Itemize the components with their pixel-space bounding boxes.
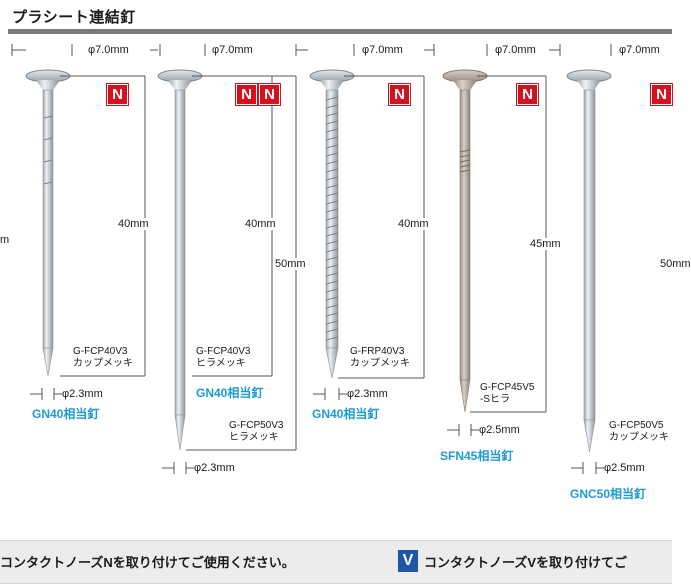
- nail-5-length: 50mm: [660, 258, 691, 270]
- nail-2-finish-a: ヒラメッキ: [196, 358, 246, 369]
- nail-4-shank-dimension: φ2.5mm: [479, 424, 520, 436]
- nail-illustrations: [11, 44, 612, 474]
- nail-1-length: 40mm: [118, 218, 149, 230]
- nail-3-drawing: [309, 69, 355, 379]
- nail-1-nose-n-badge: N: [107, 84, 128, 105]
- nail-5-model: G-FCP50V5: [609, 420, 664, 431]
- nail-5-shank-dimension: φ2.5mm: [604, 462, 645, 474]
- nail-4-model: G-FCP45V5: [480, 382, 535, 393]
- nail-4-finish: -Sヒラ: [480, 394, 510, 405]
- nail-1-drawing: [25, 69, 71, 377]
- nail-5-head-dimension: φ7.0mm: [619, 44, 660, 56]
- nail-1-head-dimension: φ7.0mm: [88, 44, 129, 56]
- nail-4-equivalent: SFN45相当釘: [440, 449, 514, 463]
- nail-1-equivalent: GN40相当釘: [32, 407, 100, 421]
- nail-3-equivalent: GN40相当釘: [312, 407, 380, 421]
- nail-4-head-dimension: φ7.0mm: [495, 44, 536, 56]
- nail-1-shank-dimension: φ2.3mm: [62, 388, 103, 400]
- nail-2-length-b: 50mm: [275, 258, 306, 270]
- page-title: プラシート連結釘: [12, 9, 136, 26]
- nail-2-shank-dimension: φ2.3mm: [194, 462, 235, 474]
- nail-1-model: G-FCP40V3: [73, 346, 128, 357]
- nail-3-shank-dimension: φ2.3mm: [347, 388, 388, 400]
- nail-1-finish: カップメッキ: [73, 358, 133, 369]
- nail-5-finish: カップメッキ: [609, 432, 669, 443]
- nail-2-nose-n-badge-2: N: [259, 84, 280, 105]
- nail-5-equivalent: GNC50相当釘: [570, 487, 647, 501]
- cut-off-dimension: m: [0, 234, 10, 246]
- nose-v-badge: V: [398, 550, 418, 572]
- nail-3-finish: カップメッキ: [350, 358, 410, 369]
- footer-note-nose-n: コンタクトノーズNを取り付けてご使用ください。: [0, 555, 295, 570]
- footer-bar: [0, 540, 672, 584]
- footer-note-nose-v: コンタクトノーズVを取り付けてご: [424, 555, 628, 570]
- title-underline: [8, 29, 672, 34]
- nail-3-model: G-FRP40V3: [350, 346, 405, 357]
- nail-2-drawing: [157, 69, 203, 451]
- nail-4-drawing: [442, 69, 488, 413]
- nail-4-length: 45mm: [530, 238, 561, 250]
- nail-2-length-a: 40mm: [245, 218, 276, 230]
- nail-2-model-b: G-FCP50V3: [229, 420, 284, 431]
- nail-3-length: 40mm: [398, 218, 429, 230]
- nail-4-nose-n-badge: N: [517, 84, 538, 105]
- nail-3-head-dimension: φ7.0mm: [362, 44, 403, 56]
- nail-2-model-a: G-FCP40V3: [196, 346, 251, 357]
- nail-5-drawing: [566, 69, 612, 453]
- nail-2-nose-n-badge-1: N: [236, 84, 257, 105]
- nail-2-head-dimension: φ7.0mm: [212, 44, 253, 56]
- nail-2-finish-b: ヒラメッキ: [229, 432, 279, 443]
- nail-2-equivalent: GN40相当釘: [196, 386, 264, 400]
- nail-5-nose-n-badge: N: [651, 84, 672, 105]
- nail-3-nose-n-badge: N: [389, 84, 410, 105]
